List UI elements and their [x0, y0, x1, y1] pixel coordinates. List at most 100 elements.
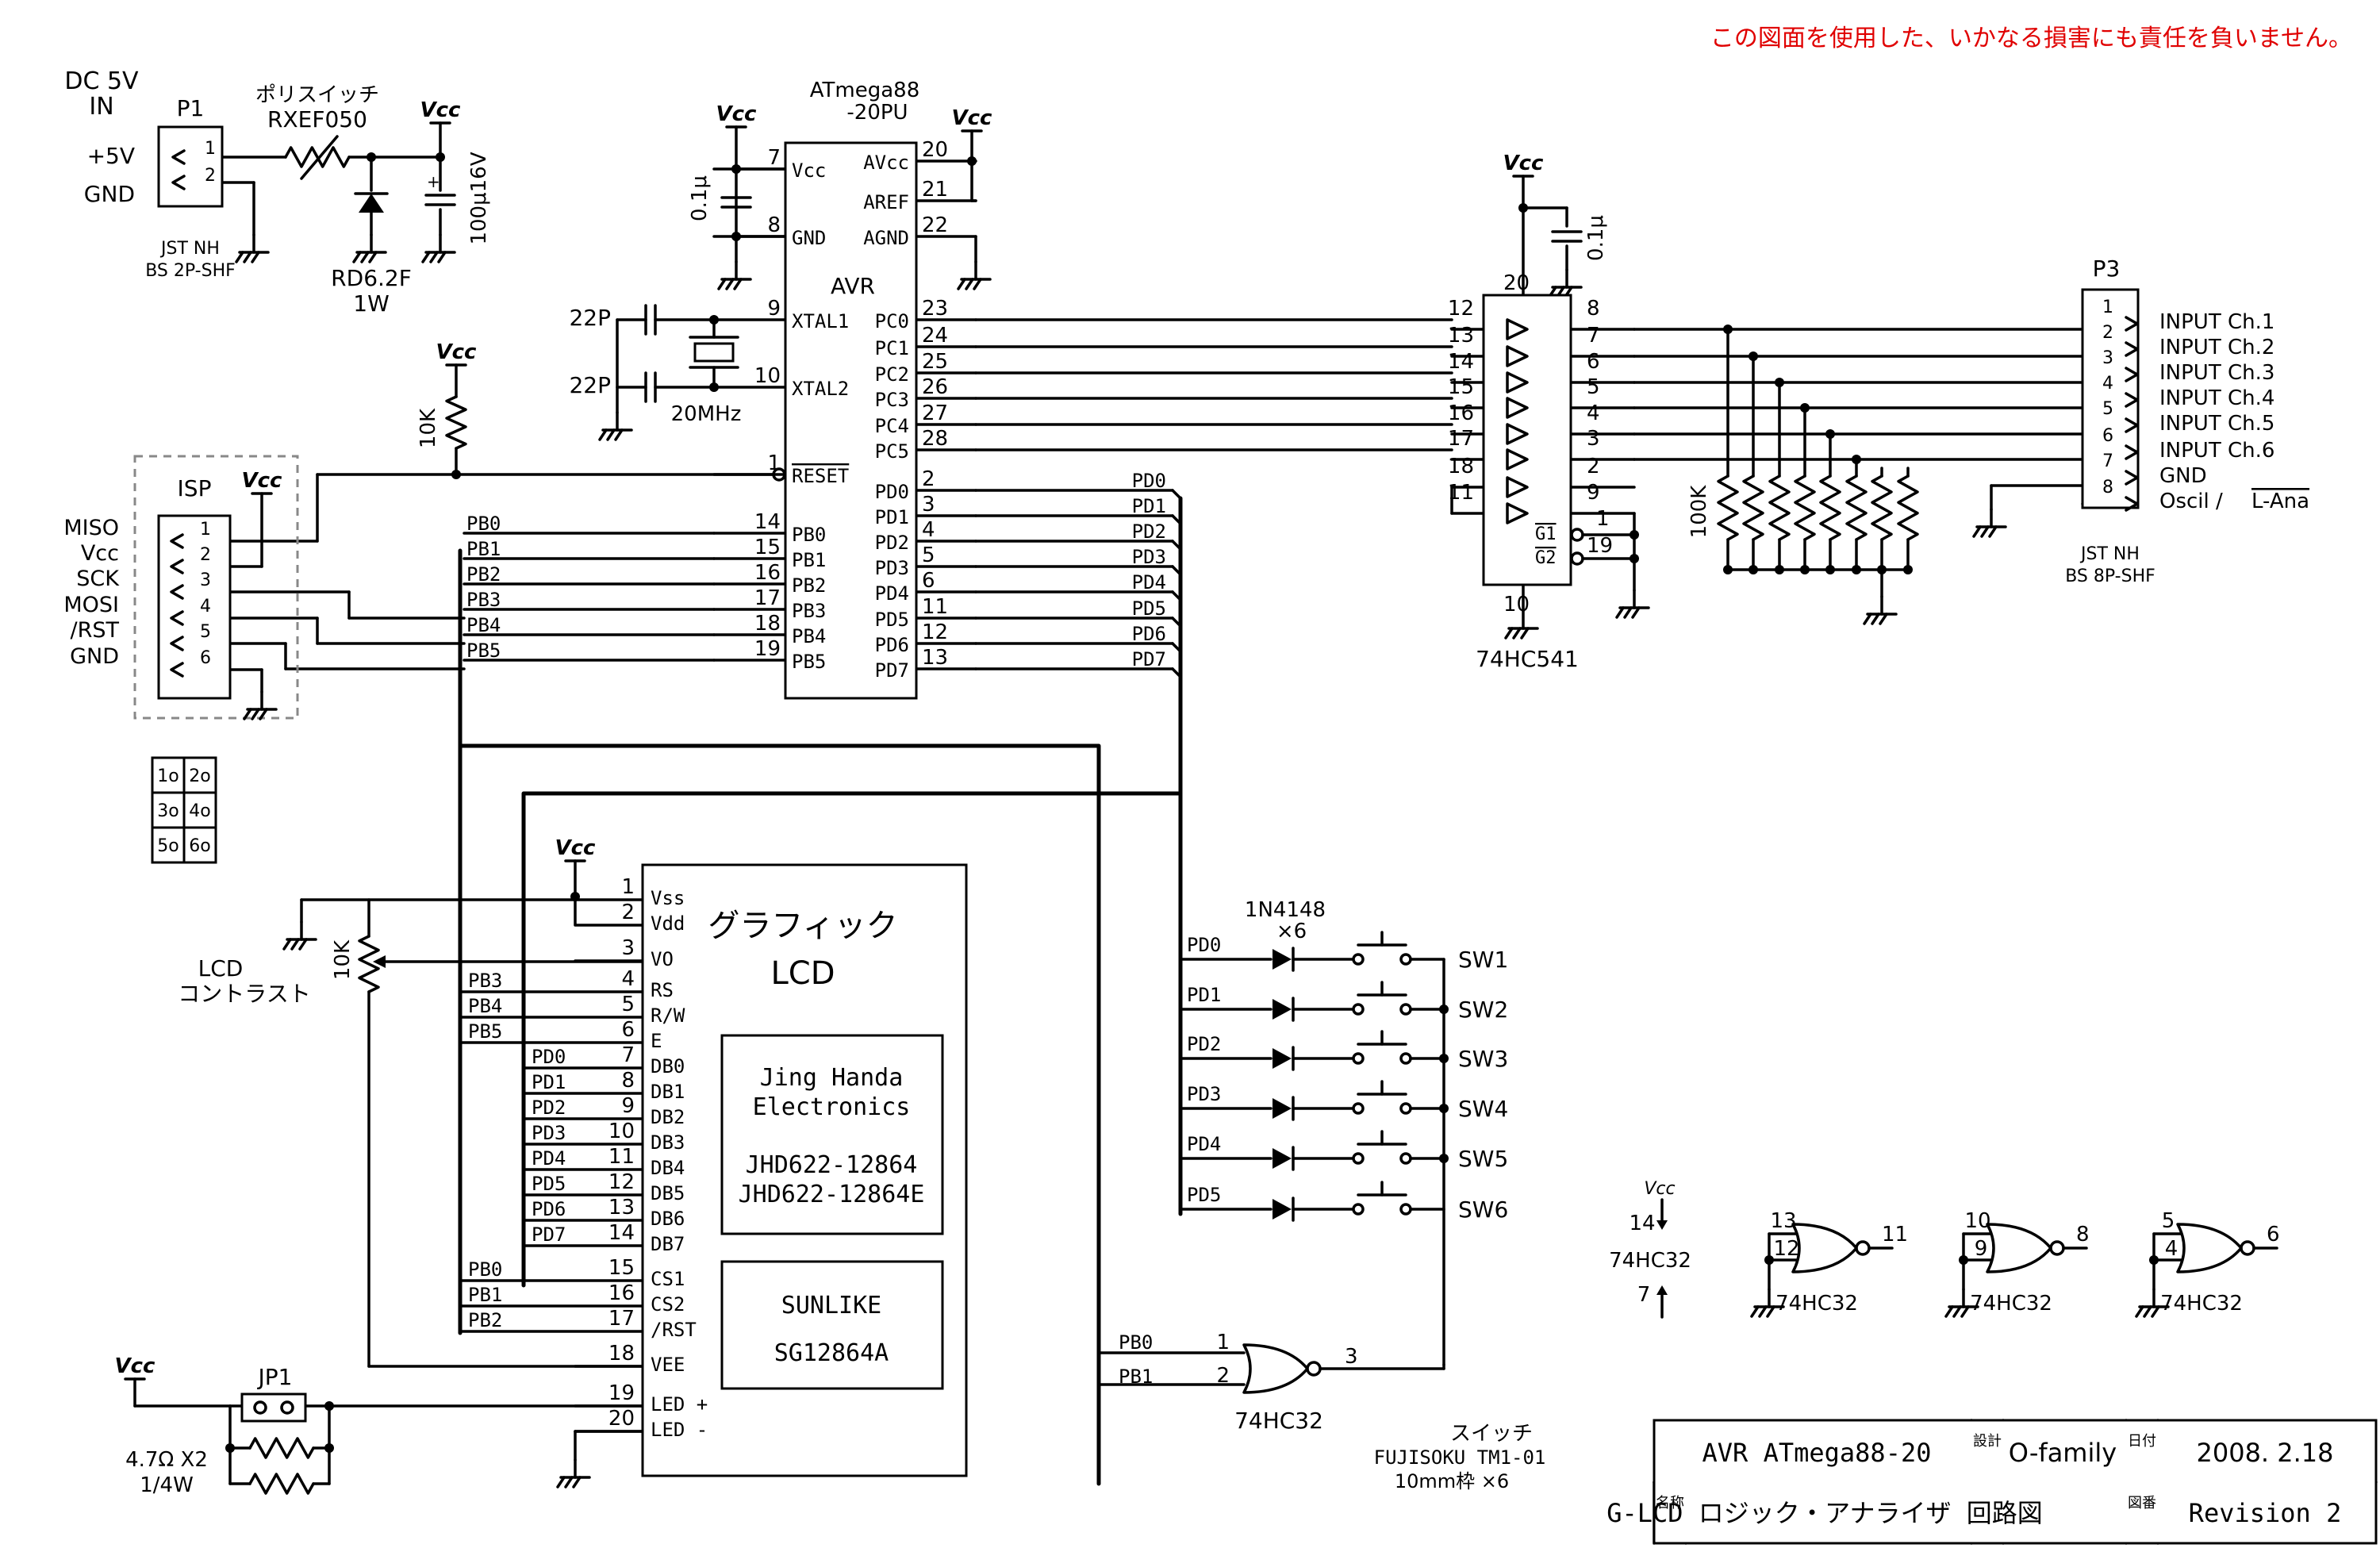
- title-revision: Revision 2: [2189, 1498, 2342, 1528]
- lcd-pin-number-17: 17: [608, 1307, 635, 1331]
- p3-label-6: INPUT Ch.6: [2159, 439, 2274, 463]
- mcu-pin-pd2: PD2: [875, 532, 909, 554]
- buffer-in-pin-16: 16: [1448, 401, 1474, 425]
- vcc-label: Vcc: [555, 836, 597, 860]
- agnd-ground: [957, 260, 992, 290]
- vcc-label: Vcc: [242, 469, 283, 493]
- gnd-label: GND: [84, 181, 135, 207]
- mcu-pin-pd6: PD6: [875, 634, 909, 656]
- spare-gate-1-name: 74HC32: [1775, 1292, 1858, 1316]
- lcd-pin-number-10: 10: [608, 1120, 635, 1143]
- buffer-in-pin-18: 18: [1448, 455, 1474, 478]
- mcu-pin-number-23: 23: [922, 297, 948, 321]
- lcd-pin-cs1: CS1: [651, 1268, 685, 1290]
- mcu-pin-number-8: 8: [767, 213, 781, 237]
- bulk-capacitor: [424, 194, 456, 206]
- buffer-gate: [1506, 476, 1529, 498]
- pulldown-resistor-7: [1871, 474, 1893, 541]
- mcu-pin-number-6: 6: [922, 569, 935, 593]
- switch-contact-a-6: [1352, 1203, 1365, 1216]
- pin-arrow: [170, 584, 184, 600]
- net-label-pb0: PB0: [466, 513, 501, 535]
- net-label-pd0-mcu: PD0: [1132, 470, 1166, 492]
- buffer-gate: [1506, 502, 1529, 524]
- net-label-pd7-mcu: PD7: [1132, 648, 1166, 670]
- p1-pin1-num: 1: [205, 139, 216, 159]
- isp-signal-5: /RST: [71, 618, 120, 643]
- lcd-vendor-2: Electronics: [753, 1093, 911, 1121]
- isp-pin-1: 1: [200, 520, 211, 540]
- p3-label-4: INPUT Ch.4: [2159, 386, 2274, 410]
- isp-grid-cell-3: [151, 791, 186, 829]
- mcu-name: ATmega88: [810, 79, 920, 102]
- connector-p1-label: P1: [177, 95, 205, 121]
- switch-net-4: PD3: [1187, 1083, 1221, 1105]
- lcd-pin-number-12: 12: [608, 1170, 635, 1194]
- mcu-pin-pd4: PD4: [875, 582, 909, 605]
- switch-diode-4: [1273, 1096, 1295, 1121]
- buffer-in-pin-17: 17: [1448, 427, 1474, 451]
- contrast-pot: [358, 935, 380, 993]
- junction-dot: [1518, 203, 1528, 213]
- junction-dot: [1775, 378, 1784, 387]
- net-label-pd6-mcu: PD6: [1132, 623, 1166, 645]
- mcu-pin-number-16: 16: [754, 561, 781, 585]
- p3-jst-label: JST NH: [2079, 544, 2140, 564]
- isp-grid-label-6: 6o: [189, 836, 210, 856]
- mcu-pin-pc2: PC2: [875, 363, 909, 386]
- diode-part: 1N4148: [1245, 898, 1326, 922]
- title-project: AVR ATmega88-20: [1702, 1438, 1932, 1468]
- mcu-pin-gnd: GND: [792, 227, 826, 249]
- spare-gate-2-pin-b: 9: [1975, 1237, 1988, 1261]
- switch-label-5: SW5: [1458, 1146, 1508, 1172]
- lcd-pin-vdd: Vdd: [651, 912, 685, 935]
- buffer-in-pin-11: 11: [1448, 481, 1474, 505]
- junction-dot: [1630, 530, 1639, 540]
- pin-arrow: [170, 533, 184, 549]
- junction-dot: [1439, 1004, 1449, 1014]
- buffer-gate: [1506, 345, 1529, 367]
- junction-dot: [451, 470, 461, 479]
- spare-gate-1-pin-y: 11: [1882, 1223, 1908, 1246]
- isp-grid-label-3: 3o: [157, 801, 178, 821]
- spare-gate-2-pin-a: 10: [1964, 1209, 1990, 1233]
- mcu-pin-number-22: 22: [922, 213, 948, 237]
- title-designer: O-family: [2009, 1438, 2117, 1468]
- p3-pin-4: 4: [2102, 374, 2113, 394]
- lcd-model-2: JHD622-12864E: [739, 1181, 925, 1208]
- buffer-out-pin-4: 4: [1587, 401, 1600, 425]
- mcu-pin-number-12: 12: [922, 620, 948, 644]
- pin-arrow: [2125, 444, 2139, 460]
- buffer-g2-pin: 19: [1587, 534, 1613, 558]
- net-label-pd1-mcu: PD1: [1132, 495, 1166, 517]
- buffer-pin10-ground: [1504, 609, 1539, 640]
- buffer-decoupling-cap: [1551, 230, 1583, 243]
- junction-dot: [731, 164, 741, 174]
- mcu-pin-number-20: 20: [922, 138, 948, 162]
- net-label-pd5-mcu: PD5: [1132, 597, 1166, 620]
- polyswitch: [284, 146, 351, 168]
- mcu-decoupling-cap: [720, 196, 752, 209]
- pulldown-ground: [1863, 595, 1898, 625]
- polyswitch-label: ポリスイッチ: [255, 83, 379, 107]
- pin-arrow: [171, 149, 186, 165]
- buffer-gate: [1506, 448, 1529, 471]
- buffer-pin-20: 20: [1503, 271, 1530, 295]
- polyswitch-part: RXEF050: [267, 106, 367, 133]
- switch-label-4: SW4: [1458, 1096, 1508, 1122]
- gate-net-pb1: PB1: [1119, 1366, 1153, 1388]
- lcd-model: JHD622-12864: [746, 1151, 918, 1179]
- isp-grid-cell-5: [151, 826, 186, 864]
- switch-contact-a-1: [1352, 953, 1365, 966]
- crystal-frequency: 20MHz: [671, 402, 742, 426]
- zener-diode: [359, 194, 384, 213]
- lcd-pin-number-3: 3: [621, 936, 635, 960]
- spare-gate-1-pin-a: 13: [1770, 1209, 1796, 1233]
- lcd-pin-number-2: 2: [621, 901, 635, 924]
- gate-pin-2: 2: [1216, 1364, 1230, 1388]
- contrast-pot-value: 10K: [331, 939, 355, 980]
- mcu-pin-pc1: PC1: [875, 337, 909, 359]
- p3-pin-8: 8: [2102, 478, 2113, 497]
- junction-dot: [1903, 565, 1913, 574]
- lcd-net-pb5: PB5: [468, 1020, 502, 1043]
